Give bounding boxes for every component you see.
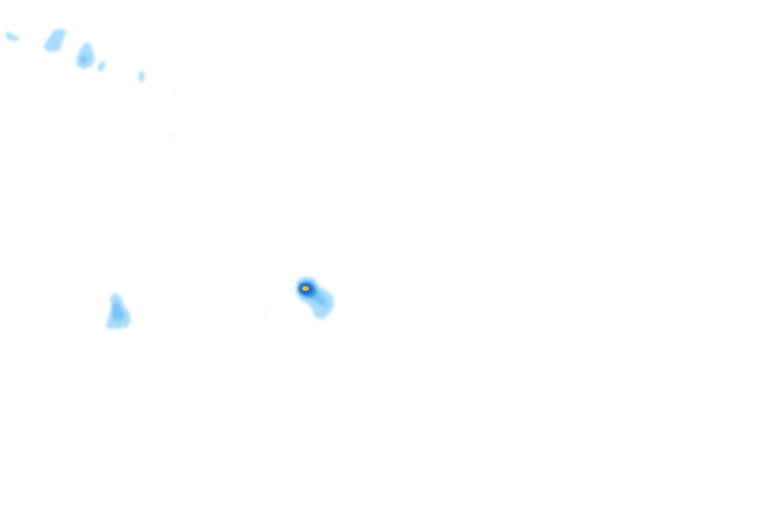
cell-top-left-cluster xyxy=(5,29,268,315)
radar-echo-speck xyxy=(171,133,175,137)
radar-echo-light xyxy=(44,29,66,52)
radar-echo-speck xyxy=(264,311,268,315)
radar-echo-light-moderate xyxy=(111,301,125,321)
radar-echo-light xyxy=(139,71,145,83)
cell-left-middle xyxy=(106,293,131,329)
radar-echo-light xyxy=(98,61,106,72)
radar-echo-speck xyxy=(172,90,176,94)
radar-echo-light xyxy=(5,32,21,41)
cell-top-left-blob xyxy=(76,43,95,69)
radar-echo-moderate xyxy=(80,55,88,64)
radar-echo-very-heavy xyxy=(301,286,310,291)
cell-center-storm xyxy=(296,277,334,319)
